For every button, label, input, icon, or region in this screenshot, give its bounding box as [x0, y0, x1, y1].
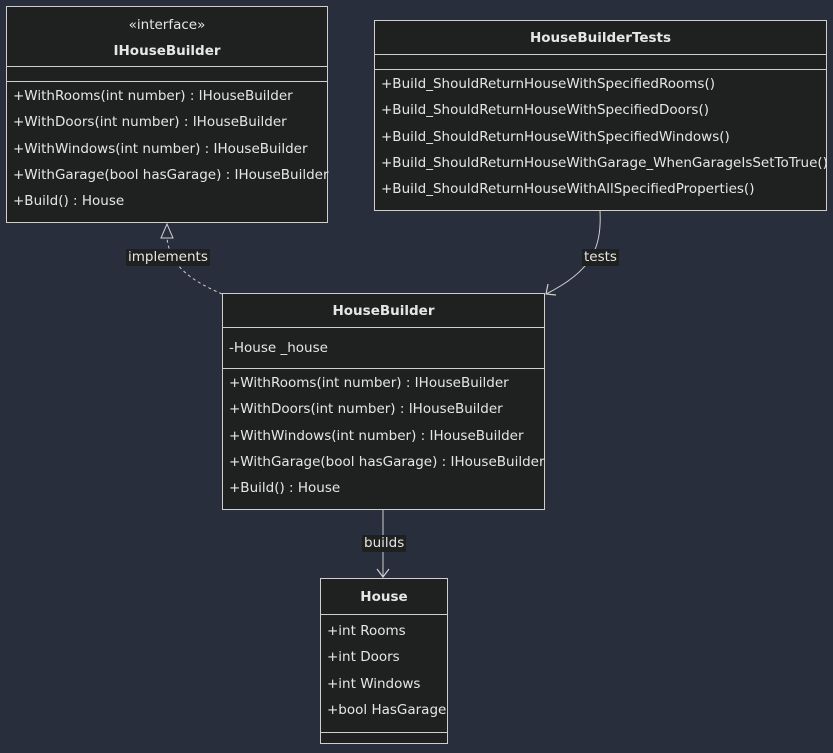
- method-row: +WithGarage(bool hasGarage) : IHouseBuil…: [229, 453, 545, 470]
- tests-arrowhead: [545, 283, 557, 296]
- attributes-compartment: [7, 67, 327, 82]
- implements-edge: [166, 237, 223, 295]
- method-row: +Build_ShouldReturnHouseWithGarage_WhenG…: [381, 154, 828, 171]
- class-ihousebuilder[interactable]: «interface» IHouseBuilder +WithRooms(int…: [6, 6, 329, 223]
- attributes-compartment: -House _house: [223, 328, 544, 369]
- implements-label: implements: [126, 249, 210, 266]
- class-housebuildertests[interactable]: HouseBuilderTests +Build_ShouldReturnHou…: [374, 20, 828, 211]
- methods-compartment: +WithRooms(int number) : IHouseBuilder +…: [7, 82, 329, 214]
- attribute-row: +int Rooms: [327, 623, 406, 639]
- attribute-row: +int Windows: [327, 675, 421, 692]
- implements-arrowhead: [160, 222, 174, 239]
- method-row: +WithGarage(bool hasGarage) : IHouseBuil…: [13, 166, 329, 183]
- method-row: +WithWindows(int number) : IHouseBuilder: [229, 427, 524, 444]
- stereotype-label: «interface»: [128, 17, 206, 33]
- attribute-row: +bool HasGarage: [327, 701, 447, 718]
- method-row: +WithRooms(int number) : IHouseBuilder: [13, 88, 293, 104]
- attributes-compartment: [375, 55, 826, 70]
- class-name: HouseBuilderTests: [529, 30, 672, 46]
- attribute-row: -House _house: [229, 340, 328, 356]
- class-name: IHouseBuilder: [113, 43, 221, 59]
- methods-compartment: [321, 733, 447, 743]
- method-row: +WithWindows(int number) : IHouseBuilder: [13, 140, 308, 157]
- methods-compartment: +WithRooms(int number) : IHouseBuilder +…: [223, 369, 545, 501]
- attribute-row: +int Doors: [327, 649, 400, 666]
- attributes-compartment: +int Rooms +int Doors +int Windows +bool…: [321, 615, 447, 733]
- method-row: +Build_ShouldReturnHouseWithSpecifiedWin…: [381, 128, 730, 145]
- builds-arrowhead: [376, 568, 390, 578]
- method-row: +Build_ShouldReturnHouseWithAllSpecified…: [381, 181, 755, 198]
- method-row: +Build_ShouldReturnHouseWithSpecifiedRoo…: [381, 76, 715, 92]
- class-house[interactable]: House +int Rooms +int Doors +int Windows…: [320, 578, 448, 744]
- class-housebuilder[interactable]: HouseBuilder -House _house +WithRooms(in…: [222, 293, 545, 510]
- method-row: +WithRooms(int number) : IHouseBuilder: [229, 375, 509, 391]
- class-header: House: [321, 579, 447, 615]
- builds-label: builds: [362, 535, 407, 552]
- class-header: «interface» IHouseBuilder: [7, 7, 327, 67]
- class-header: HouseBuilderTests: [375, 21, 826, 55]
- methods-compartment: +Build_ShouldReturnHouseWithSpecifiedRoo…: [375, 70, 828, 202]
- method-row: +Build() : House: [13, 193, 125, 210]
- class-name: House: [360, 589, 408, 605]
- class-header: HouseBuilder: [223, 294, 544, 328]
- method-row: +WithDoors(int number) : IHouseBuilder: [229, 401, 503, 418]
- tests-label: tests: [582, 249, 619, 266]
- method-row: +WithDoors(int number) : IHouseBuilder: [13, 114, 287, 131]
- method-row: +Build() : House: [229, 480, 341, 497]
- class-name: HouseBuilder: [332, 303, 435, 319]
- method-row: +Build_ShouldReturnHouseWithSpecifiedDoo…: [381, 102, 709, 119]
